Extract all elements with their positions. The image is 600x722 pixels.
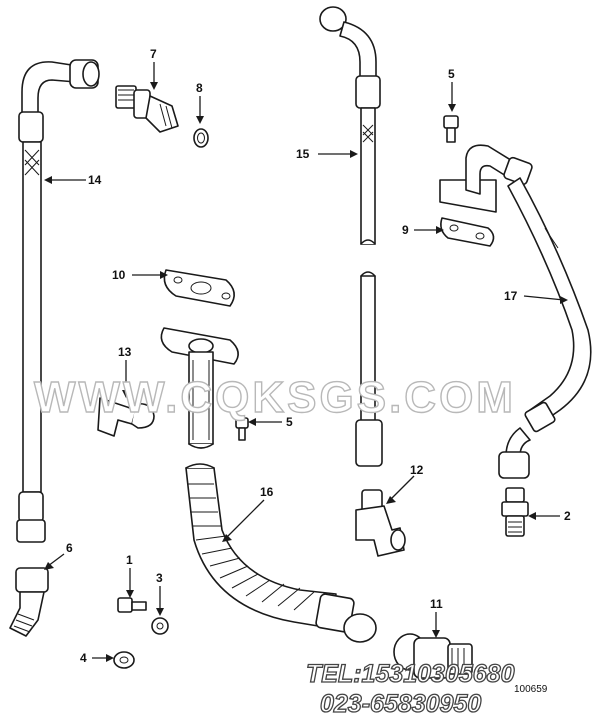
callout-1: 1	[126, 553, 133, 567]
callout-9: 9	[402, 223, 409, 237]
watermark-text: WWW.CQKSGS.COM	[34, 373, 516, 422]
callout-5-middle: 5	[286, 415, 293, 429]
callout-7: 7	[150, 47, 157, 61]
gasket-9	[440, 217, 495, 247]
callout-15: 15	[296, 147, 310, 161]
gasket-10	[163, 269, 235, 307]
callout-17: 17	[504, 289, 518, 303]
connector-2	[501, 487, 529, 537]
callout-2: 2	[564, 509, 571, 523]
drawing-code: 100659	[514, 684, 548, 695]
contact-phone: 023-65830950	[320, 690, 481, 718]
crimp-collar-14	[18, 111, 44, 143]
elbow-fitting-12	[355, 489, 406, 557]
bolt-1	[117, 597, 147, 613]
callout-6: 6	[66, 541, 73, 555]
callout-labels: 7 8 14 15 5 9 10 17 13 5 12 2 16 6 11 1 …	[66, 47, 571, 665]
callout-8: 8	[196, 81, 203, 95]
elbow-fitting-6	[9, 567, 49, 637]
washer-4	[113, 651, 135, 669]
hose-16	[185, 463, 377, 643]
callout-12: 12	[410, 463, 424, 477]
drain-tube	[160, 327, 239, 449]
callout-13: 13	[118, 345, 132, 359]
callout-10: 10	[112, 268, 126, 282]
fitting-11	[393, 633, 473, 679]
washer-3	[151, 617, 169, 635]
callout-14: 14	[88, 173, 102, 187]
callout-11: 11	[430, 597, 443, 611]
hose-14	[16, 59, 100, 543]
bolt-5-upper	[443, 115, 459, 143]
hose-15	[319, 6, 383, 467]
callout-4: 4	[80, 651, 87, 665]
o-ring-8	[193, 128, 209, 148]
callout-16: 16	[260, 485, 274, 499]
bolt-5-middle	[235, 417, 249, 441]
contact-tel: TEL:15310305680	[306, 660, 515, 688]
callout-3: 3	[156, 571, 163, 585]
hose-17	[439, 144, 592, 479]
leader-lines	[44, 62, 568, 662]
clamp-13	[97, 397, 155, 437]
callout-5-upper: 5	[448, 67, 455, 81]
adapter-7	[115, 85, 179, 133]
